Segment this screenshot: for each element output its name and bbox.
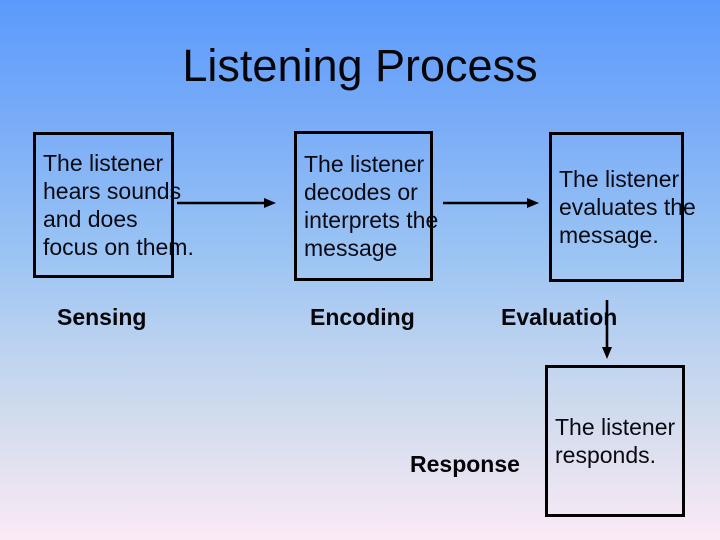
process-box-evaluation: The listener evaluates the message.: [549, 132, 696, 282]
slide-title: Listening Process: [182, 40, 538, 91]
stage-label-sensing: Sensing: [57, 304, 147, 330]
process-box-sensing-text: The listener hears sounds and does focus…: [43, 150, 194, 260]
process-box-encoding: The listener decodes or interprets the m…: [294, 131, 438, 281]
process-box-response: The listener responds.: [545, 365, 685, 517]
arrow-sensing-to-encoding-icon: [177, 196, 277, 210]
arrow-evaluation-to-response-icon: [600, 300, 614, 360]
stage-label-encoding: Encoding: [310, 304, 415, 330]
arrow-encoding-to-evaluation-icon: [443, 196, 540, 210]
process-box-evaluation-text: The listener evaluates the message.: [559, 166, 696, 248]
process-box-response-text: The listener responds.: [555, 414, 676, 468]
process-box-sensing: The listener hears sounds and does focus…: [33, 132, 194, 278]
stage-label-evaluation: Evaluation: [501, 304, 618, 330]
process-box-encoding-text: The listener decodes or interprets the m…: [304, 151, 439, 261]
stage-label-response: Response: [410, 451, 520, 477]
